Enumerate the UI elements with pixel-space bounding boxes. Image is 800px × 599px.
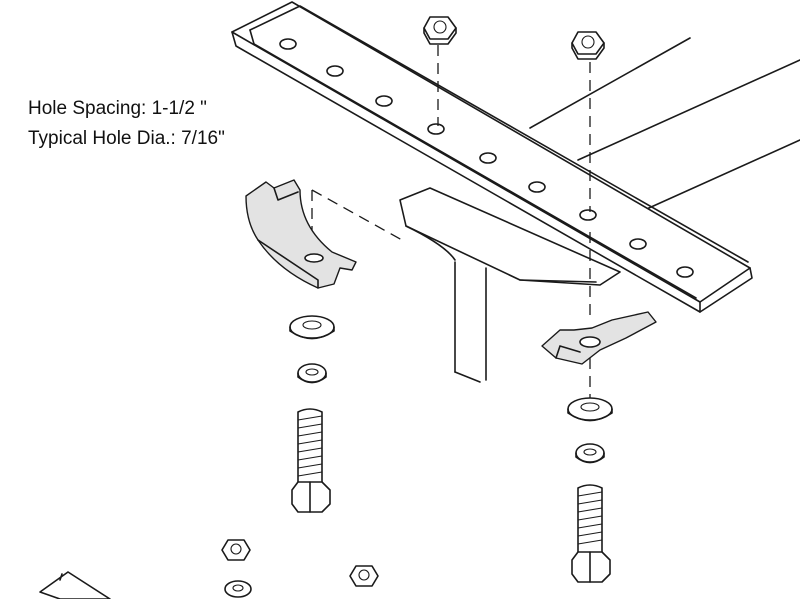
hole-spacing-label: Hole Spacing: 1-1/2 ": [28, 98, 207, 119]
rail-hole: [579, 209, 597, 221]
flat-washer-right: [567, 397, 613, 422]
rail-hole: [629, 238, 647, 250]
flat-washer-left: [289, 315, 335, 340]
channel-rail: [231, 1, 753, 313]
rail-hole: [528, 181, 546, 193]
beam-clamp-left: [245, 179, 357, 289]
hex-nut-top-right: [571, 31, 605, 60]
bolt-right: [571, 484, 611, 583]
alignment-lines: [311, 45, 591, 398]
channel-rail-bottom-fragment: [39, 571, 111, 599]
hex-nut-bottom-left: [221, 539, 251, 561]
i-beam: [399, 37, 800, 383]
hex-nut-top-left: [423, 16, 457, 45]
lock-washer-bottom: [224, 580, 252, 598]
rail-hole: [427, 123, 445, 135]
hole-diameter-label: Typical Hole Dia.: 7/16": [28, 128, 225, 149]
rail-hole: [326, 65, 344, 77]
rail-hole: [676, 266, 694, 278]
lock-washer-left: [297, 363, 327, 384]
lock-washer-right: [575, 443, 605, 464]
beam-clamp-right: [541, 311, 657, 365]
hex-nut-bottom-middle: [349, 565, 379, 587]
rail-hole: [279, 38, 297, 50]
rail-hole: [375, 95, 393, 107]
bolt-left: [291, 408, 331, 513]
rail-hole: [479, 152, 497, 164]
